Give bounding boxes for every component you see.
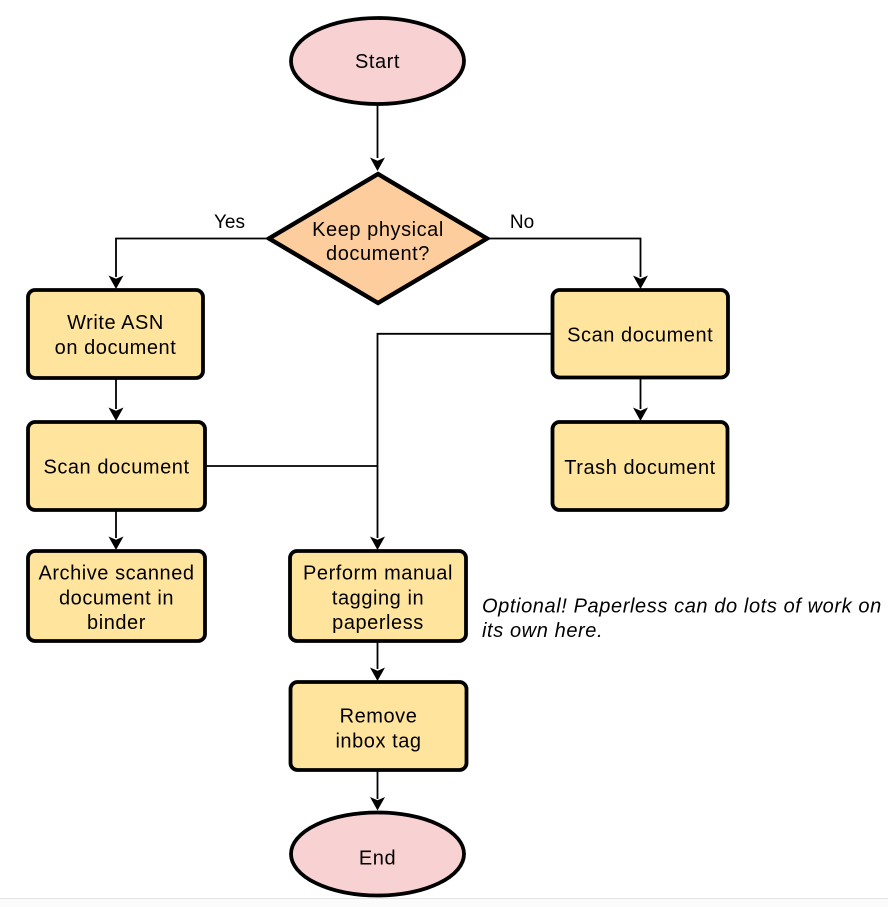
svg-text:Write ASN: Write ASN: [67, 312, 164, 334]
svg-text:Optional! Paperless can do lot: Optional! Paperless can do lots of work …: [482, 596, 882, 618]
svg-text:Keep physical: Keep physical: [312, 219, 444, 241]
svg-text:Start: Start: [355, 51, 400, 73]
svg-text:End: End: [359, 848, 396, 870]
svg-text:Trash document: Trash document: [564, 457, 715, 479]
svg-text:Archive scanned: Archive scanned: [38, 563, 194, 585]
svg-text:tagging in: tagging in: [332, 587, 424, 609]
svg-text:Remove: Remove: [340, 705, 418, 727]
svg-text:No: No: [510, 212, 534, 233]
svg-text:on document: on document: [55, 337, 177, 359]
svg-text:Scan document: Scan document: [43, 457, 189, 479]
svg-text:Perform manual: Perform manual: [303, 563, 453, 585]
svg-text:Scan document: Scan document: [567, 325, 713, 347]
svg-text:Yes: Yes: [214, 212, 245, 233]
svg-text:paperless: paperless: [332, 612, 424, 634]
svg-text:document?: document?: [326, 243, 430, 265]
svg-text:its own here.: its own here.: [482, 620, 603, 642]
svg-text:inbox tag: inbox tag: [335, 730, 421, 752]
svg-text:binder: binder: [87, 612, 146, 634]
svg-text:document in: document in: [59, 587, 174, 609]
